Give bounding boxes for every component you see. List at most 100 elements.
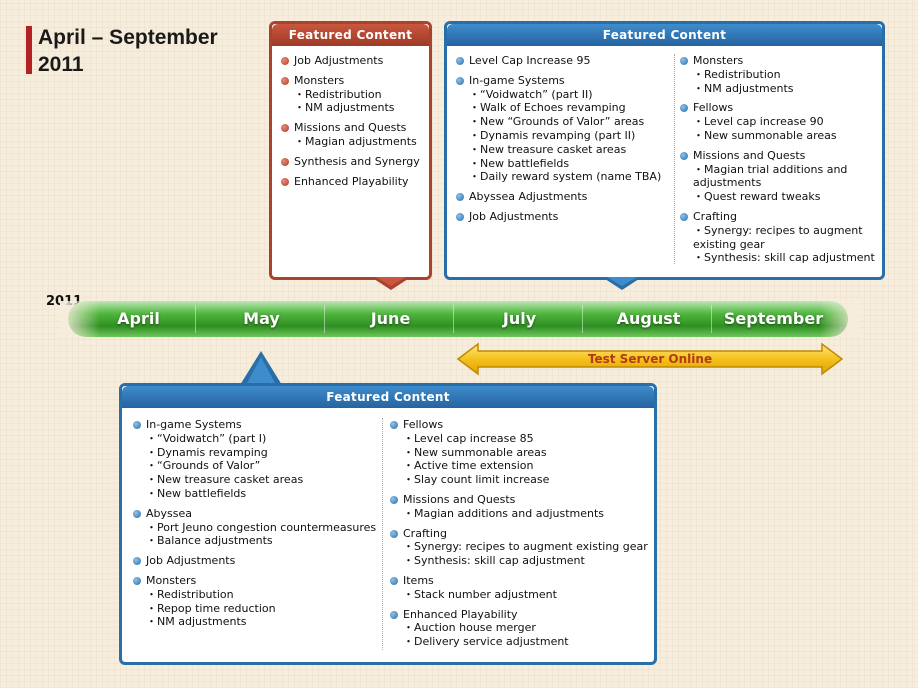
june-pointer	[371, 277, 411, 290]
column-divider	[674, 54, 675, 264]
feature-item: Port Jeuno congestion countermeasures	[146, 521, 383, 535]
month-separator	[324, 305, 325, 333]
feature-section: Missions and QuestsMagian trial addition…	[680, 149, 880, 204]
featured-box-header: Featured Content	[122, 386, 654, 408]
feature-section: CraftingSynergy: recipes to augment exis…	[680, 210, 880, 265]
bullet-icon	[680, 151, 688, 160]
feature-item: NM adjustments	[693, 82, 880, 96]
feature-item: Magian trial additions and adjustments	[693, 163, 880, 191]
feature-item: New treasure casket areas	[146, 473, 383, 487]
feature-item: Synthesis: skill cap adjustment	[403, 554, 650, 568]
timeline-fade-right	[820, 301, 860, 337]
feature-item: New summonable areas	[693, 129, 880, 143]
feature-section-title: Job Adjustments	[294, 54, 384, 67]
bullet-icon	[680, 104, 688, 113]
feature-section-title: Fellows	[693, 101, 734, 115]
bullet-icon	[390, 529, 398, 538]
feature-item: “Voidwatch” (part I)	[146, 432, 383, 446]
feature-section-title: Level Cap Increase 95	[469, 54, 591, 67]
feature-section: AbysseaPort Jeuno congestion countermeas…	[133, 507, 383, 548]
feature-section: Level Cap Increase 95	[456, 54, 671, 68]
feature-item: Synthesis: skill cap adjustment	[693, 251, 880, 265]
feature-item: New battlefields	[469, 157, 671, 171]
feature-item: Quest reward tweaks	[693, 190, 880, 204]
feature-item: New summonable areas	[403, 446, 650, 460]
featured-box-may: Featured Content In-game Systems“Voidwat…	[119, 383, 657, 665]
month-separator	[195, 305, 196, 333]
feature-item: Redistribution	[294, 88, 427, 102]
month-september: September	[723, 309, 824, 328]
bullet-icon	[680, 57, 688, 65]
test-server-arrow	[456, 342, 844, 376]
bullet-icon	[281, 177, 289, 186]
feature-item: New battlefields	[146, 487, 383, 501]
feature-item: Delivery service adjustment	[403, 635, 650, 649]
feature-section: Enhanced PlayabilityAuction house merger…	[390, 608, 650, 649]
feature-section: Job Adjustments	[456, 210, 671, 224]
feature-section-title: Abyssea Adjustments	[469, 190, 588, 204]
feature-section-title: Fellows	[403, 418, 444, 431]
month-separator	[711, 305, 712, 333]
feature-item: NM adjustments	[146, 615, 383, 629]
feature-section-title: Monsters	[146, 573, 197, 587]
feature-item: Dynamis revamping (part II)	[469, 129, 671, 143]
may-pointer	[240, 351, 282, 385]
feature-item: Level cap increase 85	[403, 432, 650, 446]
feature-section-title: Crafting	[403, 526, 447, 540]
bullet-icon	[133, 509, 141, 518]
bullet-icon	[133, 576, 141, 585]
featured-list-may-left: In-game Systems“Voidwatch” (part I)Dynam…	[133, 418, 383, 635]
feature-section: Missions and QuestsMagian additions and …	[390, 493, 650, 521]
title-line-2: 2011	[38, 53, 84, 76]
month-april: April	[117, 309, 160, 328]
feature-item: “Voidwatch” (part II)	[469, 88, 671, 102]
month-separator	[453, 305, 454, 333]
feature-section: Abyssea Adjustments	[456, 190, 671, 204]
month-july: July	[502, 309, 537, 328]
feature-item: Daily reward system (name TBA)	[469, 170, 671, 184]
feature-section-title: Items	[403, 573, 434, 587]
title-line-1: April – September	[38, 26, 218, 49]
bullet-icon	[456, 76, 464, 85]
bullet-icon	[281, 124, 289, 133]
bullet-icon	[680, 212, 688, 221]
feature-item: Synergy: recipes to augment existing gea…	[693, 224, 880, 252]
feature-section: CraftingSynergy: recipes to augment exis…	[390, 527, 650, 568]
timeline-fade-left	[60, 301, 100, 337]
page-title: April – September 2011	[38, 24, 218, 78]
bullet-icon	[133, 557, 141, 566]
test-server-label: Test Server Online	[587, 352, 713, 366]
feature-section-title: Missions and Quests	[294, 121, 407, 135]
feature-section: Job Adjustments	[281, 54, 427, 68]
month-august: August	[616, 309, 681, 328]
august-pointer	[602, 277, 642, 290]
feature-section: Enhanced Playability	[281, 175, 427, 189]
feature-section-title: Abyssea	[146, 506, 192, 520]
feature-section-title: Job Adjustments	[146, 554, 236, 568]
feature-section-title: Enhanced Playability	[294, 174, 409, 188]
column-divider	[382, 418, 383, 650]
feature-item: Repop time reduction	[146, 602, 383, 616]
feature-section: FellowsLevel cap increase 85New summonab…	[390, 418, 650, 487]
featured-box-header: Featured Content	[447, 24, 882, 46]
feature-section: MonstersRedistributionRepop time reducti…	[133, 574, 383, 629]
bullet-icon	[133, 421, 141, 429]
feature-item: New “Grounds of Valor” areas	[469, 115, 671, 129]
feature-section-title: In-game Systems	[146, 418, 242, 431]
feature-item: Magian adjustments	[294, 135, 427, 149]
bullet-icon	[390, 610, 398, 619]
featured-list-may-right: FellowsLevel cap increase 85New summonab…	[390, 418, 650, 655]
featured-box-header: Featured Content	[272, 24, 429, 46]
feature-item: Magian additions and adjustments	[403, 507, 650, 521]
bullet-icon	[281, 57, 289, 65]
featured-list-august-right: MonstersRedistributionNM adjustmentsFell…	[680, 54, 880, 271]
bullet-icon	[390, 576, 398, 585]
bullet-icon	[390, 421, 398, 429]
feature-section-title: Job Adjustments	[469, 209, 559, 223]
feature-section: In-game Systems“Voidwatch” (part I)Dynam…	[133, 418, 383, 501]
bullet-icon	[456, 193, 464, 202]
title-accent-bar	[26, 26, 32, 74]
